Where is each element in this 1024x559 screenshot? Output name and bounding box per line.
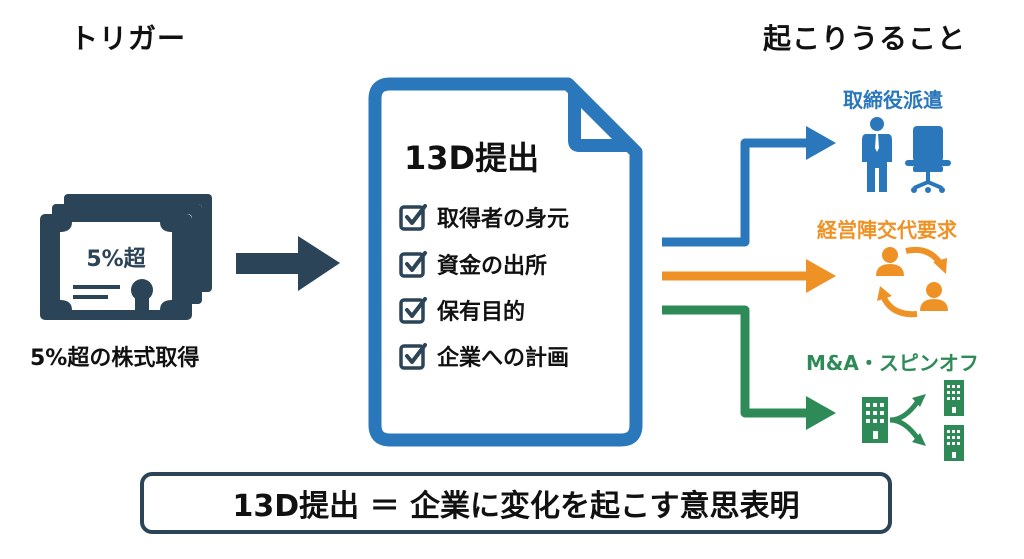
checklist-item: 資金の出所 [398, 248, 547, 280]
checklist-label: 企業への計画 [437, 346, 570, 371]
branch-arrow-management [662, 259, 836, 293]
outcome-label-management: 経営陣交代要求 [817, 218, 957, 242]
trigger-heading: トリガー [70, 22, 187, 55]
checkbox-checked-icon [399, 343, 427, 370]
trigger-label: 5%超の株式取得 [30, 346, 200, 371]
checklist-item: 企業への計画 [398, 340, 569, 372]
checklist-label: 取得者の身元 [437, 207, 570, 232]
checkbox-checked-icon [399, 204, 427, 231]
checkbox-checked-icon [399, 297, 427, 324]
company-split-icon [862, 380, 964, 461]
checklist-label: 資金の出所 [437, 254, 548, 279]
checklist-label: 保有目的 [437, 300, 526, 325]
certificate-text: 5%超 [86, 247, 146, 272]
outcome-label-ma: M&A・スピンオフ [806, 351, 979, 375]
document-icon [368, 77, 643, 447]
checkbox-checked-icon [399, 251, 427, 278]
outcomes-heading: 起こりうること [763, 22, 967, 55]
stock-certificate-icon: 5%超 [40, 194, 212, 320]
checklist-item: 保有目的 [398, 294, 525, 326]
summary-text: 13D提出 ＝ 企業に変化を起こす意思表明 [232, 489, 800, 524]
document-title: 13D提出 [404, 139, 540, 177]
outcome-label-director: 取締役派遣 [843, 88, 943, 112]
checklist-item: 取得者の身元 [398, 201, 569, 233]
management-swap-icon [876, 246, 948, 318]
trigger-arrow [236, 236, 340, 291]
summary-banner: 13D提出 ＝ 企業に変化を起こす意思表明 [140, 472, 892, 534]
branch-arrow-ma [662, 305, 836, 430]
branch-arrow-director [662, 126, 836, 247]
director-and-chair-icon [862, 117, 951, 193]
